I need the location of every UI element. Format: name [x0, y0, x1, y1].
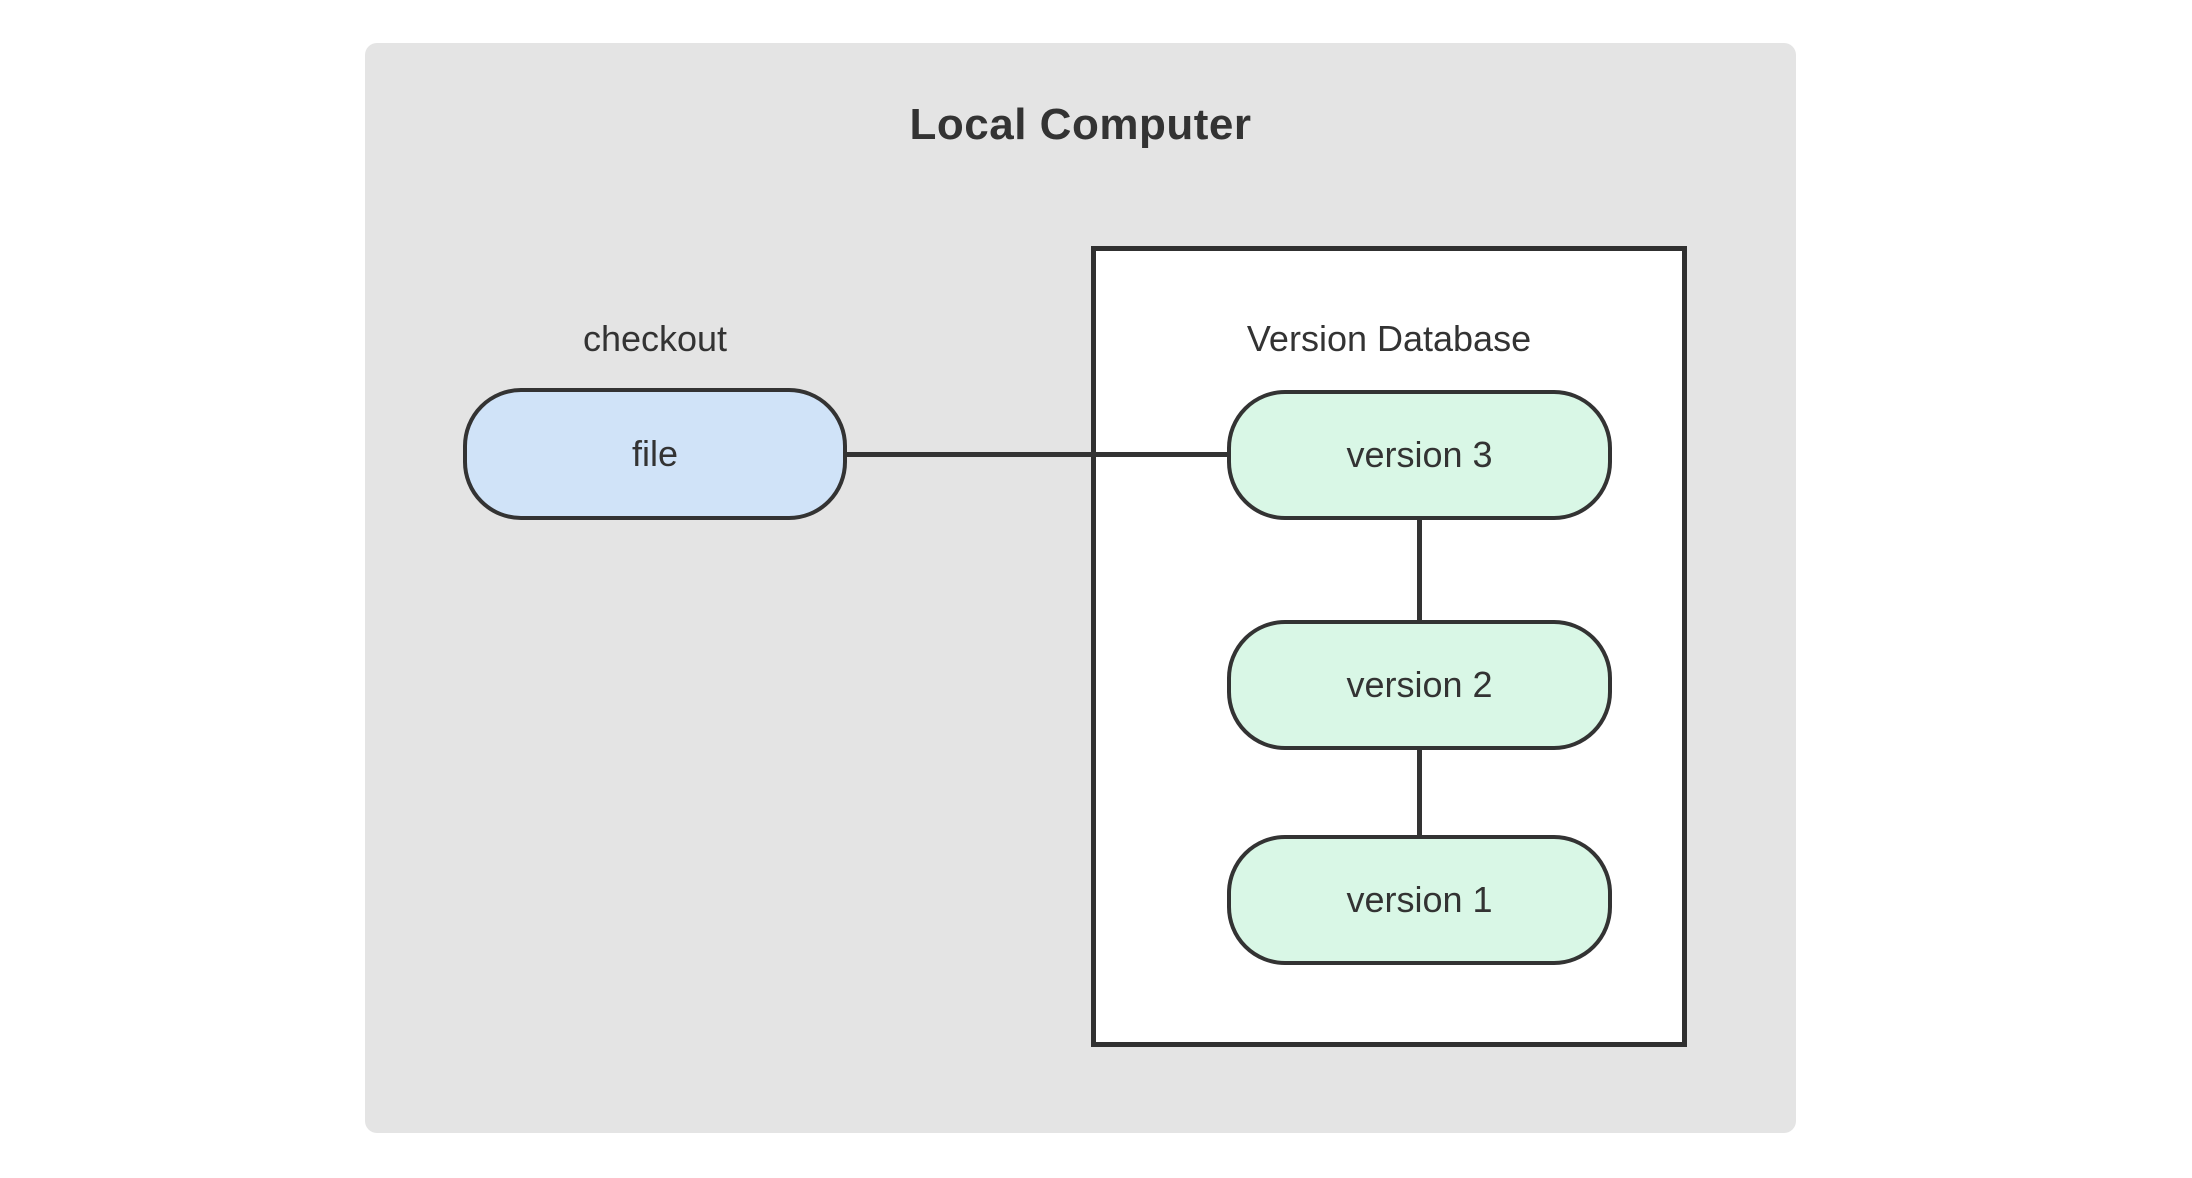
- edge-file-to-version3: [845, 452, 1229, 457]
- version-database-title: Version Database: [1246, 318, 1532, 359]
- edge-version2-to-version1: [1417, 748, 1422, 837]
- version2-node-label: version 2: [1346, 664, 1493, 705]
- version3-node: version 3: [1227, 390, 1612, 520]
- file-node-label: file: [631, 433, 679, 474]
- version1-node-label: version 1: [1346, 879, 1493, 920]
- checkout-edge-label: checkout: [582, 318, 728, 359]
- version3-node-label: version 3: [1346, 434, 1493, 475]
- version2-node: version 2: [1227, 620, 1612, 750]
- file-node: file: [463, 388, 847, 520]
- version1-node: version 1: [1227, 835, 1612, 965]
- edge-version3-to-version2: [1417, 518, 1422, 622]
- local-computer-title: Local Computer: [909, 100, 1252, 149]
